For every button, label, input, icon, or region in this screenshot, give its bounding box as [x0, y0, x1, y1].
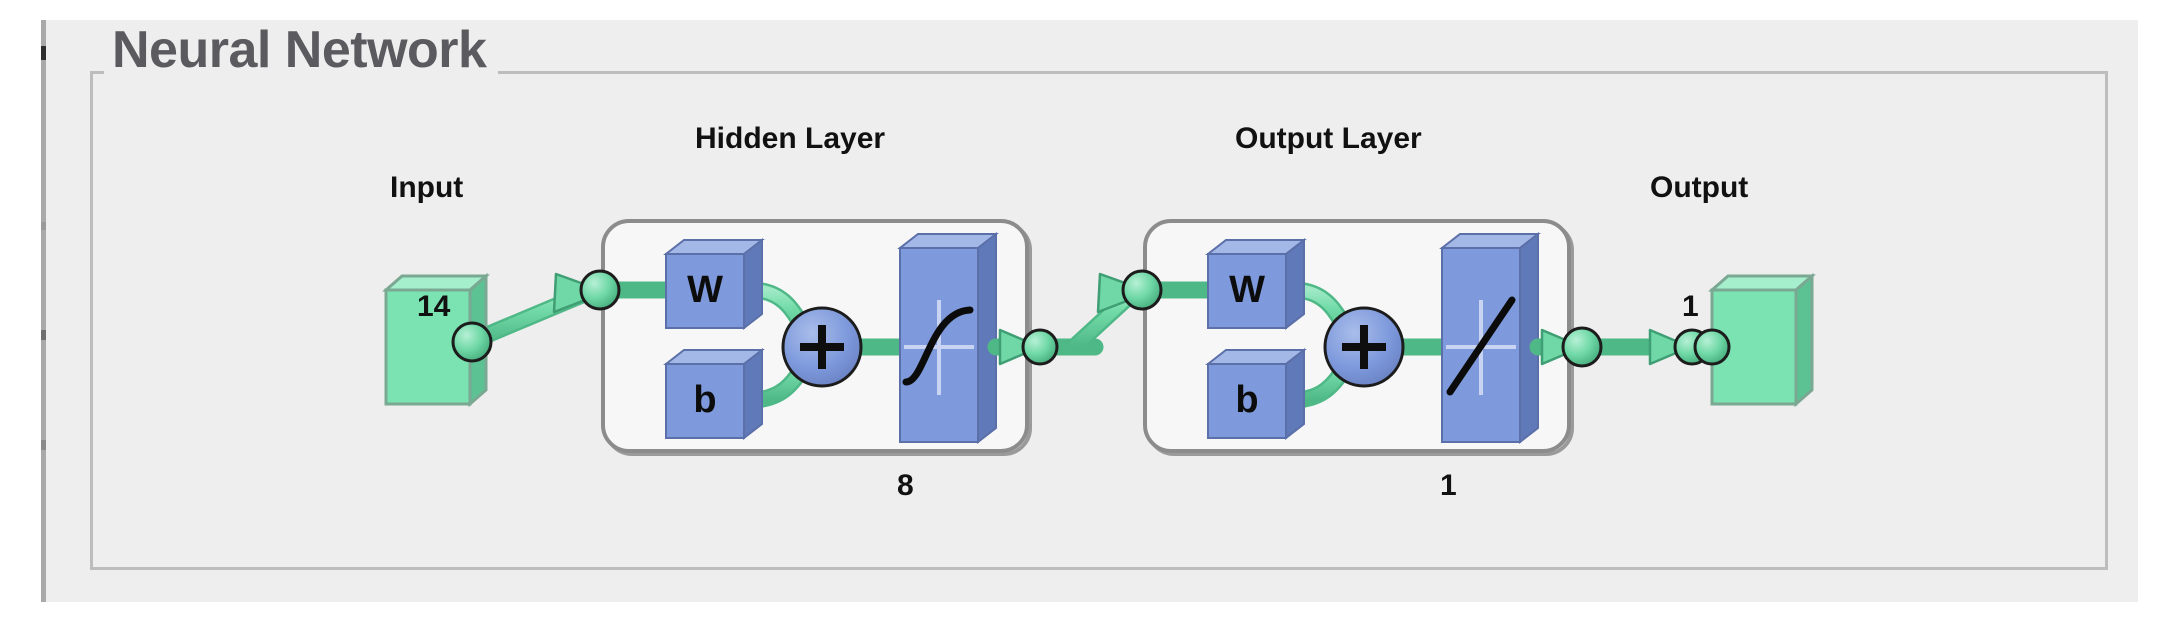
window-edge-tick	[41, 440, 46, 450]
output-layer-label: Output Layer	[1235, 122, 1422, 155]
window-edge-tick	[41, 330, 46, 340]
input-size-label: 14	[417, 290, 451, 323]
hidden-layer-size-label: 8	[897, 469, 914, 502]
window-edge-tick	[41, 46, 46, 60]
page-title: Neural Network	[104, 24, 499, 76]
hidden-layer-label: Hidden Layer	[695, 122, 886, 155]
output-size-label: 1	[1682, 290, 1699, 323]
output-label: Output	[1650, 171, 1749, 204]
window-edge-tick	[41, 222, 46, 230]
window-left-edge	[41, 20, 46, 602]
neural-network-groupbox	[90, 71, 2108, 570]
output-layer-size-label: 1	[1440, 469, 1457, 502]
input-label: Input	[390, 171, 464, 204]
